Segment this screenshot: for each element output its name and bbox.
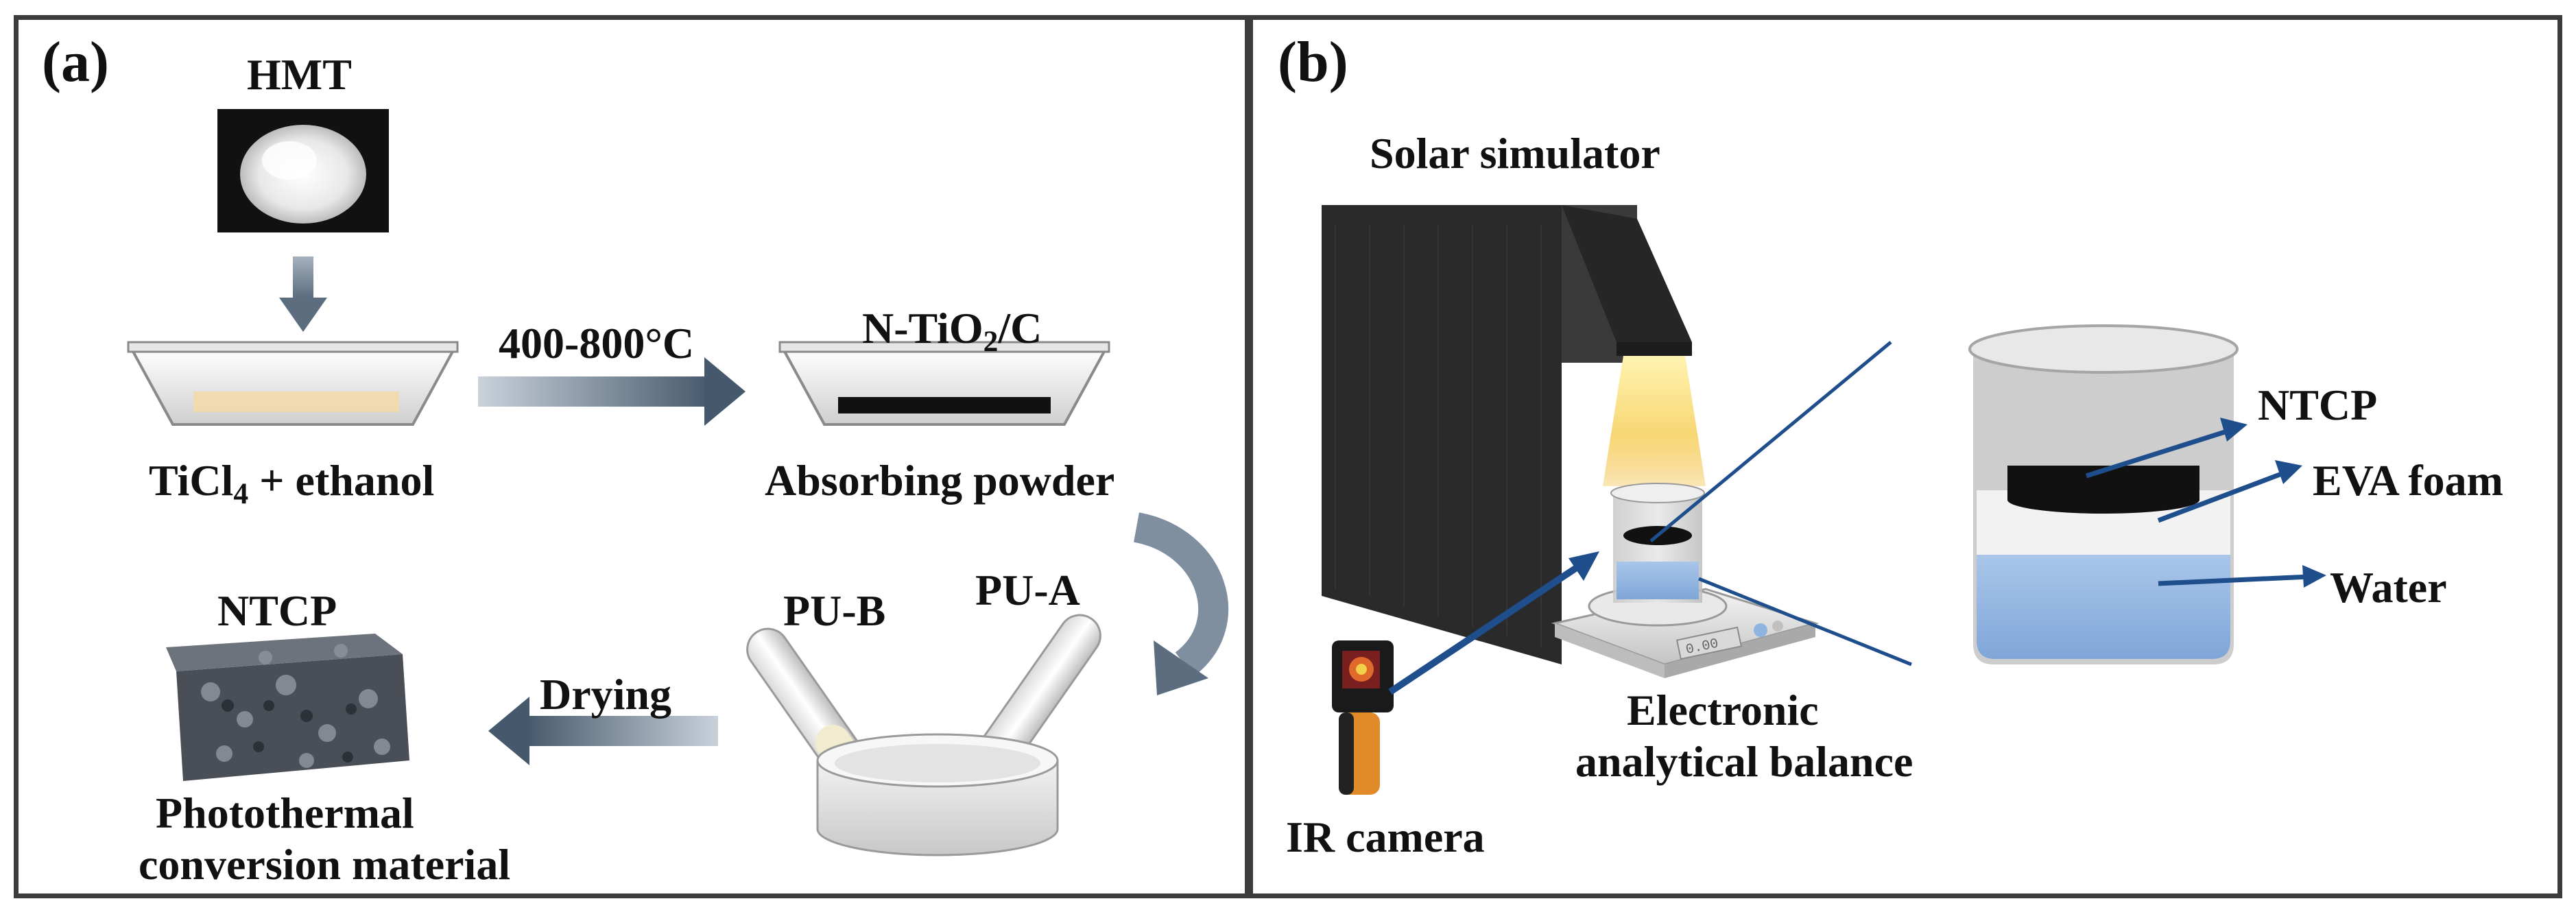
large-beaker [1968,324,2239,664]
pu-a-label: PU-A [975,566,1080,614]
temperature-label: 400-800°C [499,319,695,368]
ir-camera-label: IR camera [1286,813,1485,861]
ticl4-sub: 4 [233,477,249,511]
tray-ticl4 [127,341,459,426]
ntio2c-label-sub: 2 [983,325,999,359]
ntcp-callout-label: NTCP [2258,381,2378,429]
ticl4-prefix: TiCl [149,456,234,505]
panel-a: (a) HMT 400-800°C N-TiO2/C TiCl4 + ethan… [14,15,1250,898]
ticl4-ethanol-label: TiCl4 + ethanol [149,456,435,509]
ntio2c-label: N-TiO2/C [862,304,1042,357]
solar-simulator [1322,205,1692,664]
panel-b-label: (b) [1278,30,1348,94]
mixing-dish [816,733,1059,856]
analytical-balance-label: analytical balance [1575,737,1913,786]
callout-water [2158,565,2326,588]
panel-b-artwork: 0.00 [1322,205,2326,795]
conversion-material-label: conversion material [139,840,511,889]
panel-b: 0.00 [1248,15,2562,898]
photothermal-label: Photothermal [156,789,414,837]
drying-label: Drying [540,670,671,719]
ntcp-foam [166,634,409,781]
electronic-balance: 0.00 [1551,586,1820,678]
curved-arrow [1133,512,1229,695]
solar-simulator-label: Solar simulator [1370,129,1660,178]
hmt-photo [217,109,389,232]
callout-ntcp [2085,418,2247,479]
projection-line-bottom [1698,577,1912,667]
panel-a-label: (a) [42,30,109,94]
ir-arrow-head [1569,551,1599,581]
projection-line-top [1649,341,1892,542]
small-beaker [1610,483,1705,603]
drying-arrow [488,697,718,765]
callout-eva [2157,460,2302,523]
ntio2c-label-suffix: /C [998,304,1042,352]
absorbing-powder-label: Absorbing powder [765,456,1115,505]
ntcp-label: NTCP [217,586,337,635]
heating-arrow [478,357,746,426]
hmt-label: HMT [247,50,352,99]
ir-arrow-line [1388,558,1588,695]
ntio2c-label-prefix: N-TiO [862,304,983,352]
ticl4-suffix: + ethanol [248,456,435,505]
eva-foam-label: EVA foam [2313,456,2503,505]
light-beam [1603,356,1706,486]
water-label: Water [2330,563,2447,612]
electronic-label: Electronic [1627,686,1819,734]
ir-camera [1332,640,1394,795]
down-arrow [279,256,327,332]
panel-a-artwork [127,109,1229,856]
pu-b-label: PU-B [783,586,886,635]
tray-absorbing [778,341,1110,426]
